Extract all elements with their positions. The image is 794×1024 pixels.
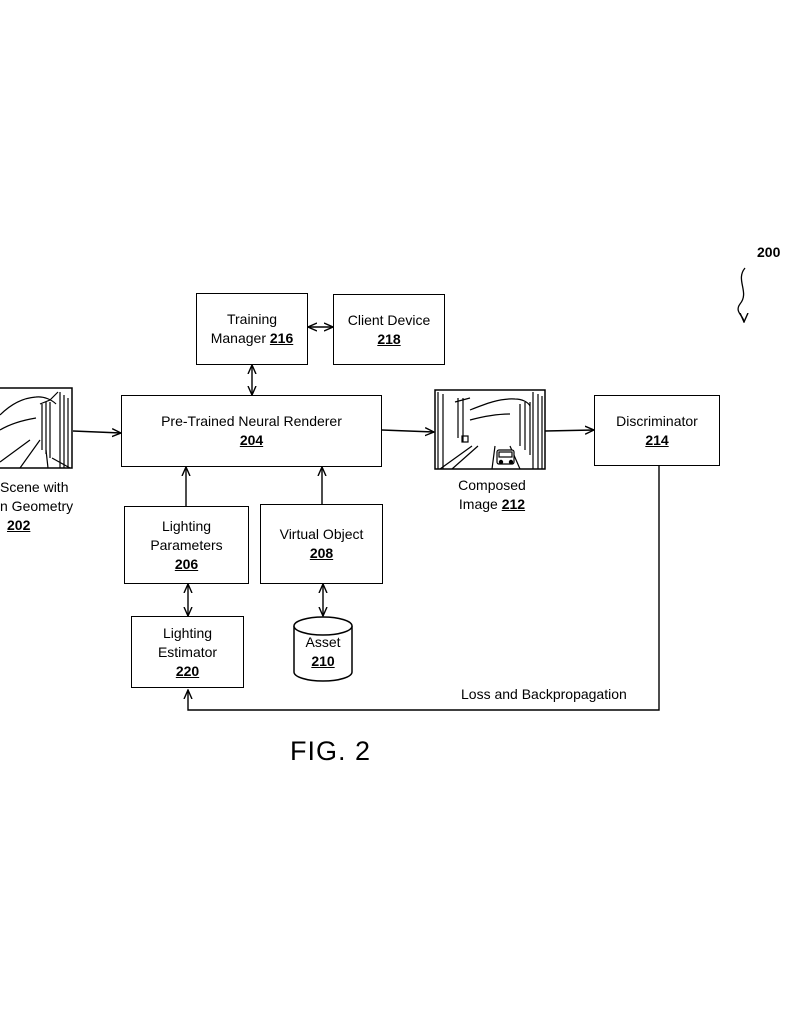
scene-image bbox=[0, 387, 73, 469]
arrow-composed-discriminator bbox=[544, 430, 594, 431]
composed-ref: 212 bbox=[501, 496, 526, 512]
arrow-loss-feedback bbox=[188, 466, 660, 711]
lighting-parameters-box: Lighting Parameters 206 bbox=[124, 506, 249, 584]
scene-line2: n Geometry bbox=[0, 498, 74, 514]
lighting-estimator-ref: 220 bbox=[175, 662, 200, 679]
neural-renderer-ref: 204 bbox=[239, 432, 264, 448]
composed-line2: Image bbox=[458, 496, 498, 512]
neural-renderer-label: Pre-Trained Neural Renderer bbox=[161, 413, 342, 429]
figure-label: FIG. 2 bbox=[290, 736, 372, 766]
loss-backprop-label: Loss and Backpropagation bbox=[461, 686, 627, 702]
client-device-label: Client Device bbox=[347, 311, 431, 328]
figure-reference: 200 bbox=[757, 244, 781, 260]
client-device-box: Client Device 218 bbox=[333, 294, 445, 365]
lighting-estimator-line2: Estimator bbox=[157, 643, 218, 660]
asset-label: Asset bbox=[305, 634, 341, 650]
asset-label-group: Asset 210 bbox=[294, 633, 352, 671]
scene-ref: 202 bbox=[7, 517, 31, 533]
virtual-object-ref: 208 bbox=[309, 545, 334, 561]
composed-image bbox=[434, 389, 546, 470]
lighting-estimator-box: Lighting Estimator 220 bbox=[131, 616, 244, 688]
lighting-parameters-line2: Parameters bbox=[150, 536, 223, 553]
arrow-renderer-composed bbox=[381, 430, 434, 432]
training-manager-box: Training Manager 216 bbox=[196, 293, 308, 365]
discriminator-box: Discriminator 214 bbox=[594, 395, 720, 466]
lighting-parameters-line1: Lighting bbox=[161, 517, 212, 534]
training-manager-ref: 216 bbox=[269, 330, 294, 346]
lighting-parameters-ref: 206 bbox=[174, 555, 199, 572]
client-device-ref: 218 bbox=[377, 330, 401, 347]
asset-ref: 210 bbox=[311, 653, 335, 669]
arrow-scene-renderer bbox=[72, 431, 121, 433]
ref-squiggle bbox=[737, 267, 745, 322]
training-manager-line1: Training bbox=[226, 311, 278, 327]
asset-cylinder bbox=[293, 616, 353, 682]
composed-line2-row: Image 212 bbox=[440, 495, 544, 514]
composed-line1: Composed bbox=[458, 477, 526, 493]
scene-caption: Scene with n Geometry 202 bbox=[0, 478, 82, 535]
discriminator-label: Discriminator bbox=[616, 412, 698, 429]
scene-line1: Scene with bbox=[0, 479, 69, 495]
virtual-object-box: Virtual Object 208 bbox=[260, 504, 383, 584]
neural-renderer-box: Pre-Trained Neural Renderer 204 bbox=[121, 395, 382, 467]
lighting-estimator-line1: Lighting bbox=[162, 624, 213, 641]
training-manager-line2: Manager bbox=[210, 330, 266, 346]
composed-caption: Composed Image 212 bbox=[440, 476, 544, 514]
training-manager-line2-row: Manager 216 bbox=[211, 329, 294, 348]
virtual-object-label: Virtual Object bbox=[279, 526, 364, 542]
discriminator-ref: 214 bbox=[645, 431, 669, 448]
